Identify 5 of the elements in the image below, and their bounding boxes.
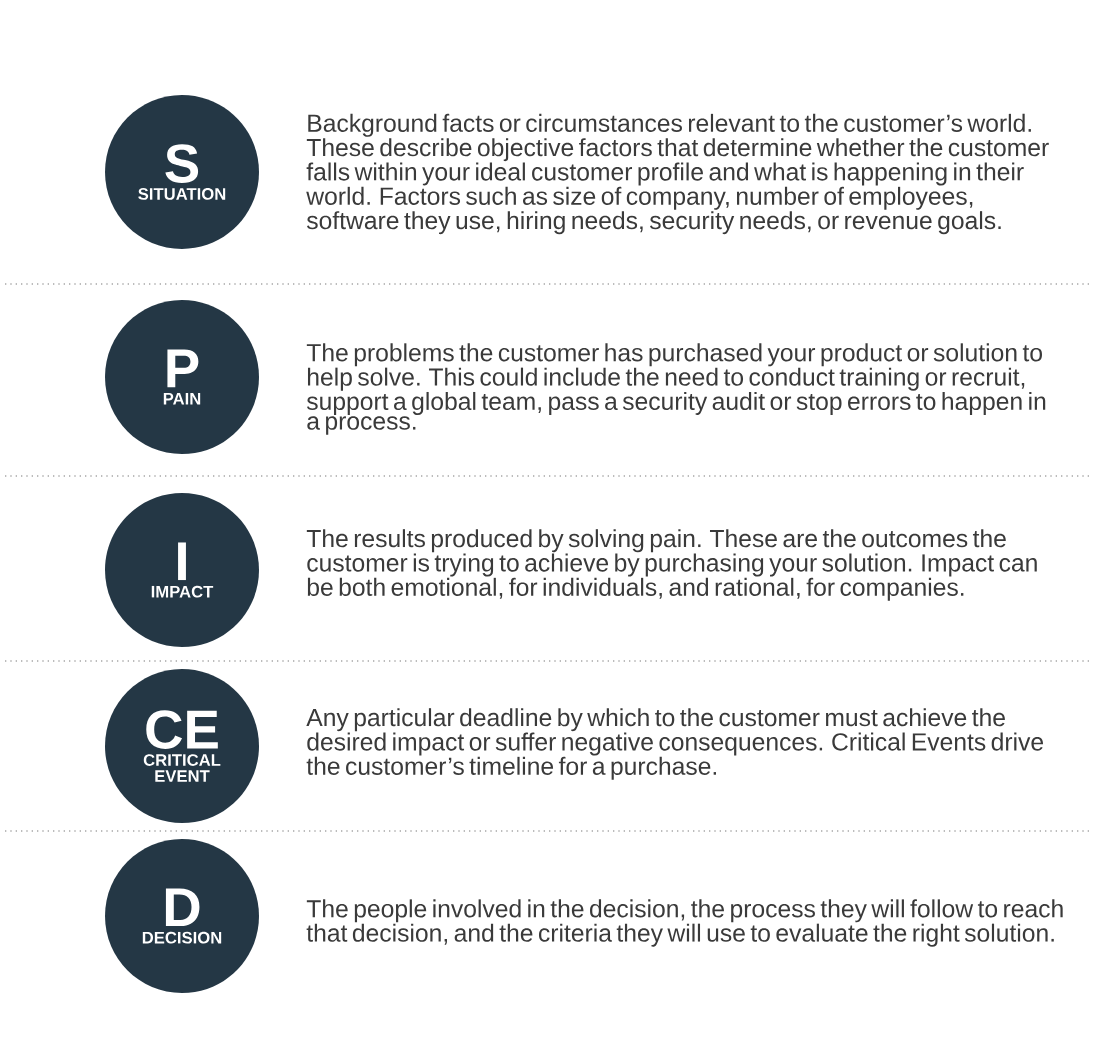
description-text: The results produced by solving pain. These are the outcomes the customer is trying to achieve by purchasing your solution. Impact can be both emotional, for individuals, and rational, for companies. [306,529,1037,601]
description-text: Background facts or circumstances relevant to the customer’s world. These describe objective factors that determine whether the customer falls within your ideal customer profile and what is happening in their world. Factors such as size of company, number of employees, software they use, hiring needs, security needs, or revenue goals. [306,113,1049,235]
description-text: The people involved in the decision, the process they will follow to reach that decision, and the criteria they will use to evaluate the right solution. [306,899,1063,947]
description-text: The problems the customer has purchased your product or solution to help solve. This could include the need to conduct training or recruit, support a global team, pass a security audit or stop errors to happen in a process. [306,343,1046,435]
description-text: Any particular deadline by which to the customer must achieve the desired impact or suffer negative consequences. Critical Events drive the customer’s timeline for a purchase. [306,708,1043,780]
